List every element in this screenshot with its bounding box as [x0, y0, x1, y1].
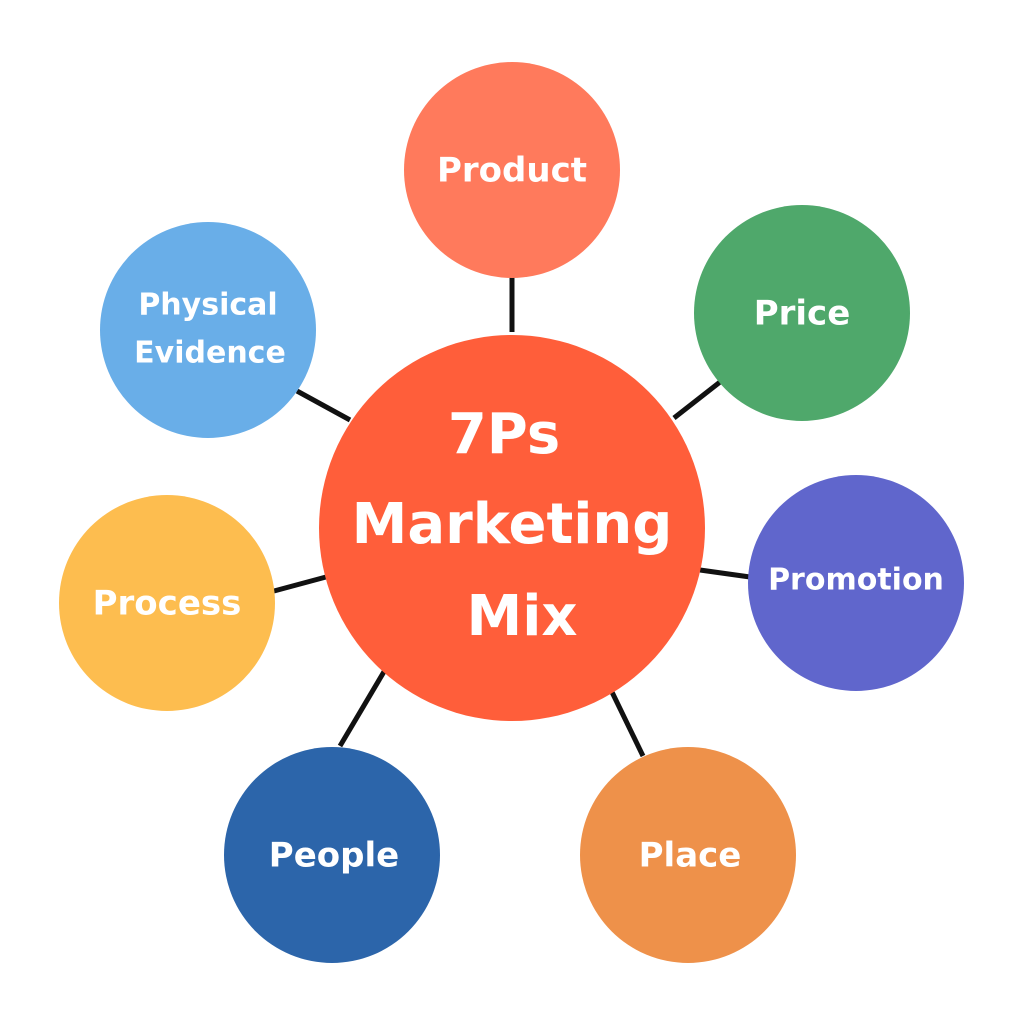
- connector-physical-evidence: [295, 388, 352, 423]
- place-label: Place: [639, 836, 742, 876]
- center-title-line-3: Mix: [466, 584, 577, 649]
- promotion-label: Promotion: [768, 563, 944, 598]
- node-product: Product: [404, 62, 620, 278]
- place-circle: [580, 747, 796, 963]
- product-label: Product: [437, 151, 587, 191]
- process-circle: [59, 495, 275, 711]
- connector-process: [273, 574, 327, 594]
- connector-place: [608, 688, 646, 758]
- center-title-line-2: Marketing: [352, 492, 673, 557]
- people-circle: [224, 747, 440, 963]
- connector-people: [337, 668, 388, 748]
- process-label: Process: [93, 584, 242, 624]
- price-label: Price: [754, 294, 851, 334]
- node-people: People: [224, 747, 440, 963]
- center-title-line-1: 7Ps: [448, 402, 560, 467]
- node-place: Place: [580, 747, 796, 963]
- connector-price: [672, 380, 722, 420]
- node-physical-evidence: Physical Evidence: [100, 222, 316, 438]
- people-label: People: [269, 836, 399, 876]
- node-promotion: Promotion: [748, 475, 964, 691]
- physical-evidence-label-line-2: Evidence: [134, 336, 286, 371]
- product-circle: [404, 62, 620, 278]
- node-price: Price: [694, 205, 910, 421]
- connector-promotion: [699, 567, 751, 580]
- promotion-circle: [748, 475, 964, 691]
- node-process: Process: [59, 495, 275, 711]
- physical-evidence-label-line-1: Physical: [138, 288, 277, 323]
- price-circle: [694, 205, 910, 421]
- physical-evidence-circle: [100, 222, 316, 438]
- center-circle: [319, 335, 705, 721]
- center-node: 7Ps Marketing Mix: [319, 335, 705, 721]
